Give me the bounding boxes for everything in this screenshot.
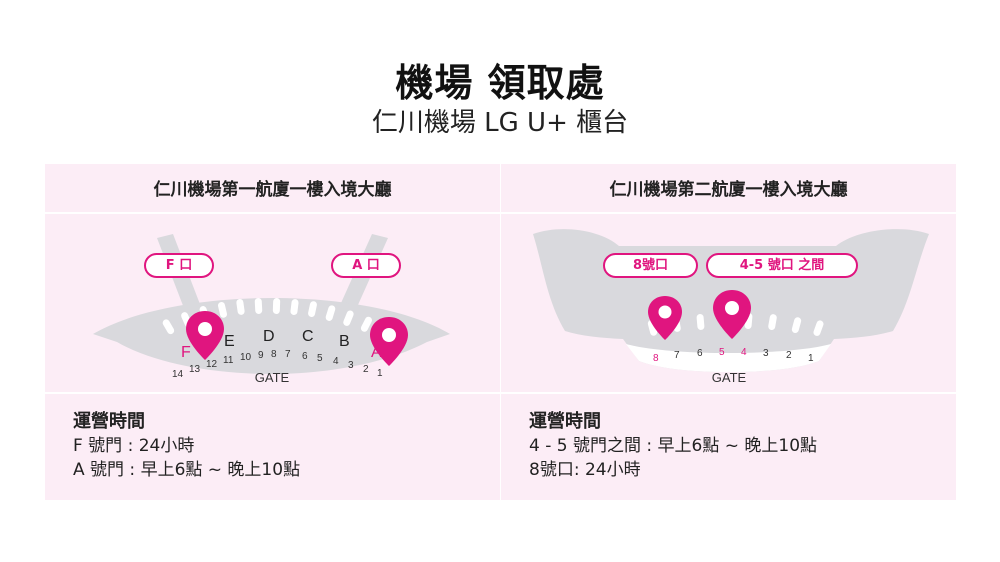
terminal2-map-graphic: 8 7 6 5 4 3 2 1 GATE: [533, 229, 929, 385]
t2-pin-label-8: 8號口: [603, 253, 698, 278]
t1-gate-num: 11: [223, 355, 234, 366]
terminal1-map-graphic: 14 13 12 11 10 9 8 7 6 5 4 3 2 1 F E D C: [93, 234, 450, 385]
terminal2-hours: 運營時間 4 - 5 號門之間 : 早上6點 ~ 晚上10點 8號口: 24小時: [529, 410, 817, 482]
t2-pin-45-icon: [713, 290, 751, 339]
terminal2-map: 8 7 6 5 4 3 2 1 GATE 8號口 4-5 號口 之間: [501, 216, 956, 394]
t1-hours-line: F 號門 : 24小時: [73, 436, 195, 456]
t1-pin-a-icon: [370, 317, 408, 366]
t1-gate-num: 1: [377, 368, 383, 379]
t1-door-letter: B: [339, 333, 350, 350]
t1-pin-label-f: F 口: [144, 253, 214, 278]
t2-gate-num: 5: [719, 347, 725, 358]
terminal2-panel: 仁川機場第二航廈一樓入境大廳 8 7 6 5: [501, 164, 956, 500]
page-subtitle: 仁川機場 LG U+ 櫃台: [371, 108, 629, 138]
t2-hours-title: 運營時間: [529, 411, 601, 432]
t2-gate-num: 3: [763, 348, 769, 359]
t1-gate-num: 12: [206, 359, 218, 370]
t1-gate-num: 9: [258, 350, 264, 361]
t1-pin-f-icon: [186, 311, 224, 360]
t2-hours-line: 8號口: 24小時: [529, 460, 641, 480]
t2-hours-line: 4 - 5 號門之間 : 早上6點 ~ 晚上10點: [529, 436, 818, 456]
t1-gate-num: 14: [172, 369, 184, 380]
t1-door-letter: E: [224, 333, 235, 350]
terminal1-hours: 運營時間 F 號門 : 24小時 A 號門 : 早上6點 ~ 晚上10點: [73, 410, 300, 482]
t1-door-letter: F: [181, 344, 191, 361]
t1-gate-num: 13: [189, 364, 201, 375]
t1-door-letter: A: [371, 344, 382, 361]
t1-gate-num: 5: [317, 353, 323, 364]
t2-gate-label: GATE: [712, 370, 747, 385]
terminal2-heading: 仁川機場第二航廈一樓入境大廳: [501, 164, 956, 214]
t2-gate-num: 6: [697, 348, 703, 359]
t1-door-letter: C: [302, 328, 314, 345]
t2-pin-label-45: 4-5 號口 之間: [706, 253, 858, 278]
t2-gate-num: 1: [808, 353, 814, 364]
t1-pin-label-a: A 口: [331, 253, 401, 278]
t1-hours-line: A 號門 : 早上6點 ~ 晚上10點: [73, 460, 301, 480]
t1-gate-num: 6: [302, 351, 308, 362]
terminal1-heading: 仁川機場第一航廈一樓入境大廳: [45, 164, 500, 214]
t2-pin-8-icon: [648, 296, 682, 340]
t1-door-letter: D: [263, 328, 275, 345]
t1-gate-num: 3: [348, 360, 354, 371]
t2-gate-num: 2: [786, 350, 792, 361]
terminal1-map: 14 13 12 11 10 9 8 7 6 5 4 3 2 1 F E D C: [45, 216, 500, 394]
t1-gate-num: 10: [240, 352, 252, 363]
t2-gate-num: 4: [741, 347, 747, 358]
page-title: 機場 領取處: [395, 61, 605, 105]
t2-arrival-strip: [626, 344, 831, 372]
t1-gate-num: 8: [271, 349, 277, 360]
t1-gate-label: GATE: [255, 370, 290, 385]
t2-gate-num: 7: [674, 350, 680, 361]
t1-gate-num: 4: [333, 356, 339, 367]
t1-hours-title: 運營時間: [73, 411, 145, 432]
t2-gate-num: 8: [653, 353, 659, 364]
t1-gate-num: 2: [363, 364, 369, 375]
terminal1-panel: 仁川機場第一航廈一樓入境大廳: [45, 164, 500, 500]
t1-gate-num: 7: [285, 349, 291, 360]
